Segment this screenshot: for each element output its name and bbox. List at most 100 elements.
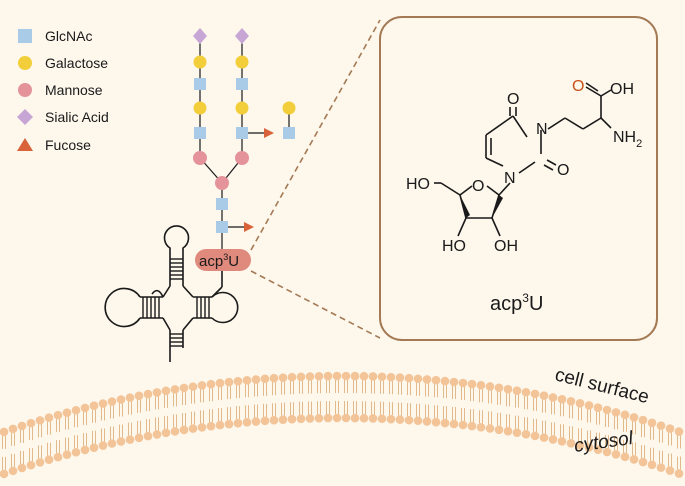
lipid-head xyxy=(548,393,558,402)
lipid-head xyxy=(197,381,207,390)
lipid-head xyxy=(224,419,234,429)
lipid-head xyxy=(494,425,504,435)
lipid-head xyxy=(188,424,198,433)
lipid-head xyxy=(422,417,432,426)
legend-item-glcnac: GlcNAc xyxy=(18,28,92,44)
fucose-icon xyxy=(264,128,274,138)
lipid-head xyxy=(278,415,288,424)
lipid-head xyxy=(224,377,234,387)
lipid-head xyxy=(656,463,666,472)
lipid-head xyxy=(332,413,342,423)
lipid-head xyxy=(251,375,261,384)
lipid-head xyxy=(467,379,477,389)
galactose-icon xyxy=(193,101,207,115)
lipid-head xyxy=(377,414,387,424)
lipid-head xyxy=(494,383,504,393)
lipid-head xyxy=(17,421,27,431)
lipid-head xyxy=(8,466,18,476)
lipid-head xyxy=(62,408,72,417)
lipid-head xyxy=(620,410,630,420)
lipid-head xyxy=(332,371,342,381)
lipid-head xyxy=(557,437,567,446)
lipid-head xyxy=(350,371,360,381)
lipid-head xyxy=(485,424,495,433)
lipid-head xyxy=(44,413,54,423)
atom-labels: O N N O O OH NH2 O HO HO OH xyxy=(406,78,642,255)
zoom-connector-bottom xyxy=(250,270,381,339)
lipid-head xyxy=(521,429,531,439)
zoom-connector-top xyxy=(250,19,381,251)
lipid-head xyxy=(296,372,306,382)
lipid-head xyxy=(539,391,549,400)
lipid-head xyxy=(665,424,675,433)
lipid-head xyxy=(0,469,9,479)
lipid-head xyxy=(170,385,180,394)
lipid-head xyxy=(512,428,522,437)
structure-caption: acp3U xyxy=(490,291,543,315)
atom-n3: N xyxy=(536,121,548,138)
lipid-head xyxy=(98,399,108,408)
legend: GlcNAc Galactose Mannose Sialic Acid Fuc… xyxy=(17,28,109,153)
lipid-head xyxy=(89,401,99,411)
lipid-head xyxy=(305,414,315,423)
legend-label: Mannose xyxy=(45,82,103,98)
lipid-head xyxy=(512,386,522,395)
lipid-head xyxy=(215,378,225,388)
zoom-panel xyxy=(379,16,658,341)
mannose-icon xyxy=(235,151,249,165)
lipid-head xyxy=(206,379,216,389)
atom-o: O xyxy=(557,162,569,179)
atom-oh: OH xyxy=(610,81,634,98)
lipid-head xyxy=(80,445,90,455)
lipid-head xyxy=(251,417,261,426)
lipid-head xyxy=(359,413,369,423)
glcnac-icon xyxy=(216,198,228,210)
lipid-head xyxy=(26,460,36,470)
stereo-wedge xyxy=(460,195,470,218)
lipid-head xyxy=(386,414,396,424)
acp3u-pill-label: acp3U xyxy=(199,252,239,270)
lipid-head xyxy=(521,387,531,397)
lipid-head xyxy=(143,389,153,399)
lipid-head xyxy=(134,433,144,443)
lipid-head xyxy=(503,384,513,394)
acp3u-pill-bg xyxy=(195,249,251,271)
atom-ring-o: O xyxy=(472,178,484,195)
lipid-head xyxy=(431,417,441,427)
lipid-head xyxy=(431,375,441,385)
lipid-head xyxy=(53,410,63,420)
mannose-circle-icon xyxy=(18,83,32,97)
lipid-head xyxy=(413,416,423,426)
legend-item-sialic-acid: Sialic Acid xyxy=(17,109,109,125)
lipid-head xyxy=(458,420,468,430)
lipid-head xyxy=(485,382,495,391)
lipid-head xyxy=(386,372,396,382)
lipid-head xyxy=(116,437,126,446)
glcnac-icon xyxy=(194,78,206,90)
lipid-head xyxy=(629,413,639,422)
atom-carbonyl-o: O xyxy=(572,78,584,95)
lipid-head xyxy=(638,415,648,425)
lipid-head xyxy=(17,463,27,473)
lipid-head xyxy=(539,433,549,442)
lipid-head xyxy=(107,397,117,406)
lipid-head xyxy=(269,415,279,425)
lipid-head xyxy=(179,425,189,435)
lipid-head xyxy=(629,455,639,464)
lipid-head xyxy=(323,371,333,381)
lipid-head xyxy=(179,383,189,393)
galactose-icon xyxy=(235,101,249,115)
atom-amine: NH2 xyxy=(613,129,642,150)
lipid-head xyxy=(116,395,126,404)
lipid-head xyxy=(602,447,612,457)
lipid-head xyxy=(161,428,171,438)
lipid-head xyxy=(170,427,180,436)
legend-item-galactose: Galactose xyxy=(18,55,108,71)
lipid-head xyxy=(593,403,603,412)
sialic-acid-icon xyxy=(193,28,207,44)
glcnac-square-icon xyxy=(18,29,32,43)
lipid-head xyxy=(323,413,333,423)
atom-ho: HO xyxy=(442,238,466,255)
glcnac-icon xyxy=(194,127,206,139)
